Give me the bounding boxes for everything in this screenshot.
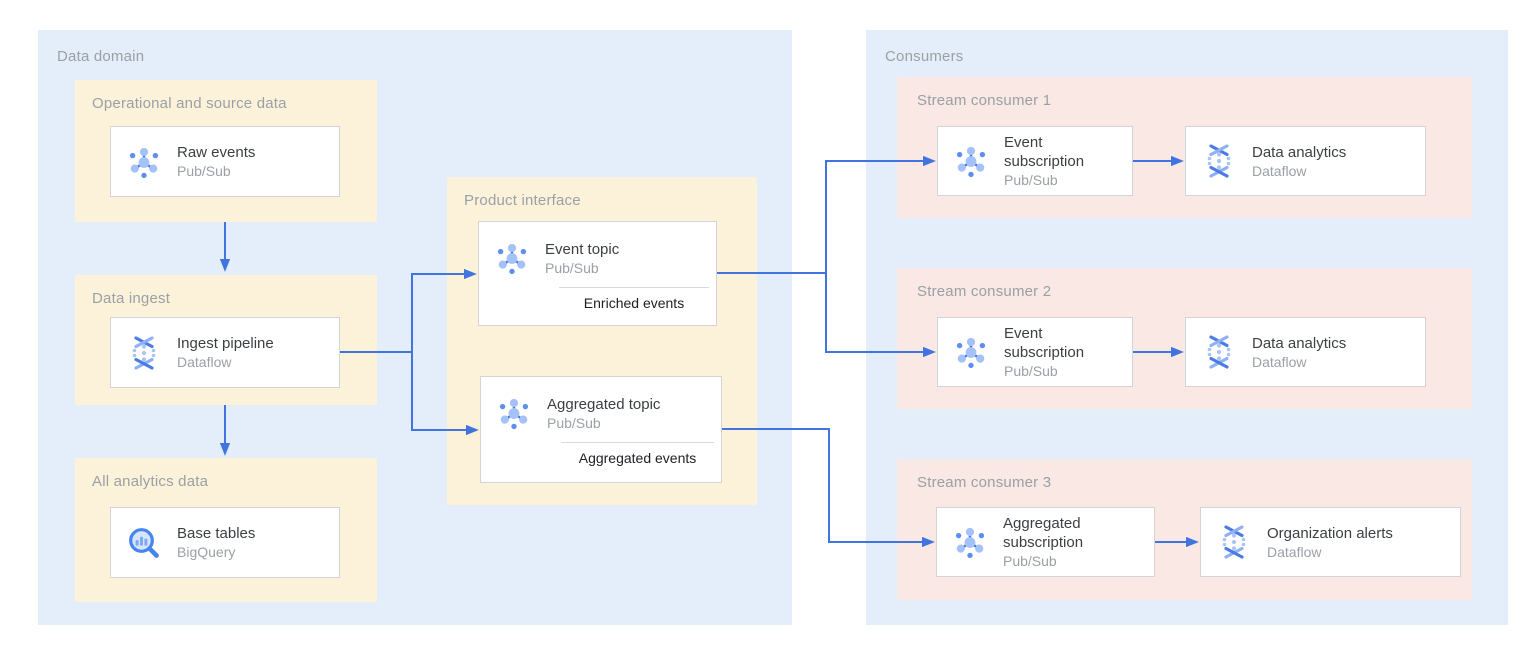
card-title: Aggregated subscription: [1003, 515, 1084, 551]
group-stream-consumer-2: Stream consumer 2 Event subscription Pub…: [897, 268, 1472, 409]
group-product-interface: Product interface Event topic Pub/Sub En…: [447, 177, 757, 505]
card-data-analytics-2: Data analytics Dataflow: [1185, 317, 1426, 387]
group-all-analytics-data: All analytics data Base tables BigQuery: [75, 458, 377, 602]
group-data-ingest: Data ingest Ingest pipeline Dataflow: [75, 275, 377, 405]
card-title: Data analytics: [1252, 143, 1347, 161]
card-subtitle: Dataflow: [1252, 353, 1307, 370]
data-domain-container: Data domain Operational and source data …: [38, 30, 792, 625]
card-event-subscription-2: Event subscription Pub/Sub: [937, 317, 1133, 387]
dataflow-icon: [1199, 141, 1239, 181]
card-title: Base tables: [177, 525, 256, 542]
card-aggregated-subscription-3: Aggregated subscription Pub/Sub: [936, 507, 1155, 577]
card-title: Event subscription: [1004, 325, 1085, 361]
group-operational-source-data: Operational and source data Raw events P…: [75, 80, 377, 222]
group-title: All analytics data: [92, 473, 209, 490]
pubsub-icon: [951, 141, 991, 181]
group-title: Data ingest: [92, 290, 171, 307]
card-subtitle: Dataflow: [1252, 162, 1307, 179]
bigquery-icon: [124, 523, 164, 563]
card-subtitle: Pub/Sub: [547, 414, 601, 431]
card-base-tables: Base tables BigQuery: [110, 507, 340, 578]
dataflow-icon: [1199, 332, 1239, 372]
group-stream-consumer-3: Stream consumer 3 Aggregated subscriptio…: [897, 459, 1472, 600]
card-aggregated-topic: Aggregated topic Pub/Sub Aggregated even…: [480, 376, 722, 483]
card-event-topic: Event topic Pub/Sub Enriched events: [478, 221, 717, 326]
card-tag: Aggregated events: [578, 450, 697, 466]
card-title: Aggregated topic: [547, 395, 661, 413]
card-ingest-pipeline: Ingest pipeline Dataflow: [110, 317, 340, 388]
consumers-title: Consumers: [885, 48, 964, 65]
group-stream-consumer-1: Stream consumer 1 Event subscription Pub…: [897, 77, 1472, 218]
card-raw-events: Raw events Pub/Sub: [110, 126, 340, 197]
data-domain-title: Data domain: [57, 48, 145, 65]
card-subtitle: Pub/Sub: [1004, 363, 1058, 379]
consumers-container: Consumers Stream consumer 1 Event subscr…: [866, 30, 1508, 625]
card-tag: Enriched events: [583, 295, 685, 311]
card-subtitle: Pub/Sub: [545, 259, 599, 276]
card-subtitle: Dataflow: [1267, 543, 1322, 560]
pubsub-icon: [951, 332, 991, 372]
card-divider: [559, 287, 709, 288]
dataflow-icon: [124, 333, 164, 373]
pubsub-icon: [950, 522, 990, 562]
card-subtitle: BigQuery: [177, 544, 236, 560]
group-title: Stream consumer 1: [917, 92, 1052, 109]
card-title: Event subscription: [1004, 134, 1085, 170]
card-subtitle: Pub/Sub: [1004, 172, 1058, 188]
card-subtitle: Pub/Sub: [177, 163, 231, 179]
pubsub-icon: [494, 393, 534, 433]
card-event-subscription-1: Event subscription Pub/Sub: [937, 126, 1133, 196]
card-title: Data analytics: [1252, 334, 1347, 352]
card-title: Event topic: [545, 240, 620, 258]
group-title: Product interface: [464, 192, 581, 209]
pubsub-icon: [124, 142, 164, 182]
card-subtitle: Pub/Sub: [1003, 553, 1057, 569]
group-title: Operational and source data: [92, 95, 287, 112]
dataflow-icon: [1214, 522, 1254, 562]
card-divider: [561, 442, 714, 443]
pubsub-icon: [492, 238, 532, 278]
group-title: Stream consumer 2: [917, 283, 1052, 300]
group-title: Stream consumer 3: [917, 474, 1052, 491]
card-title: Organization alerts: [1267, 524, 1393, 542]
card-organization-alerts-3: Organization alerts Dataflow: [1200, 507, 1461, 577]
card-subtitle: Dataflow: [177, 354, 232, 370]
card-data-analytics-1: Data analytics Dataflow: [1185, 126, 1426, 196]
card-title: Ingest pipeline: [177, 335, 274, 352]
card-title: Raw events: [177, 144, 256, 161]
